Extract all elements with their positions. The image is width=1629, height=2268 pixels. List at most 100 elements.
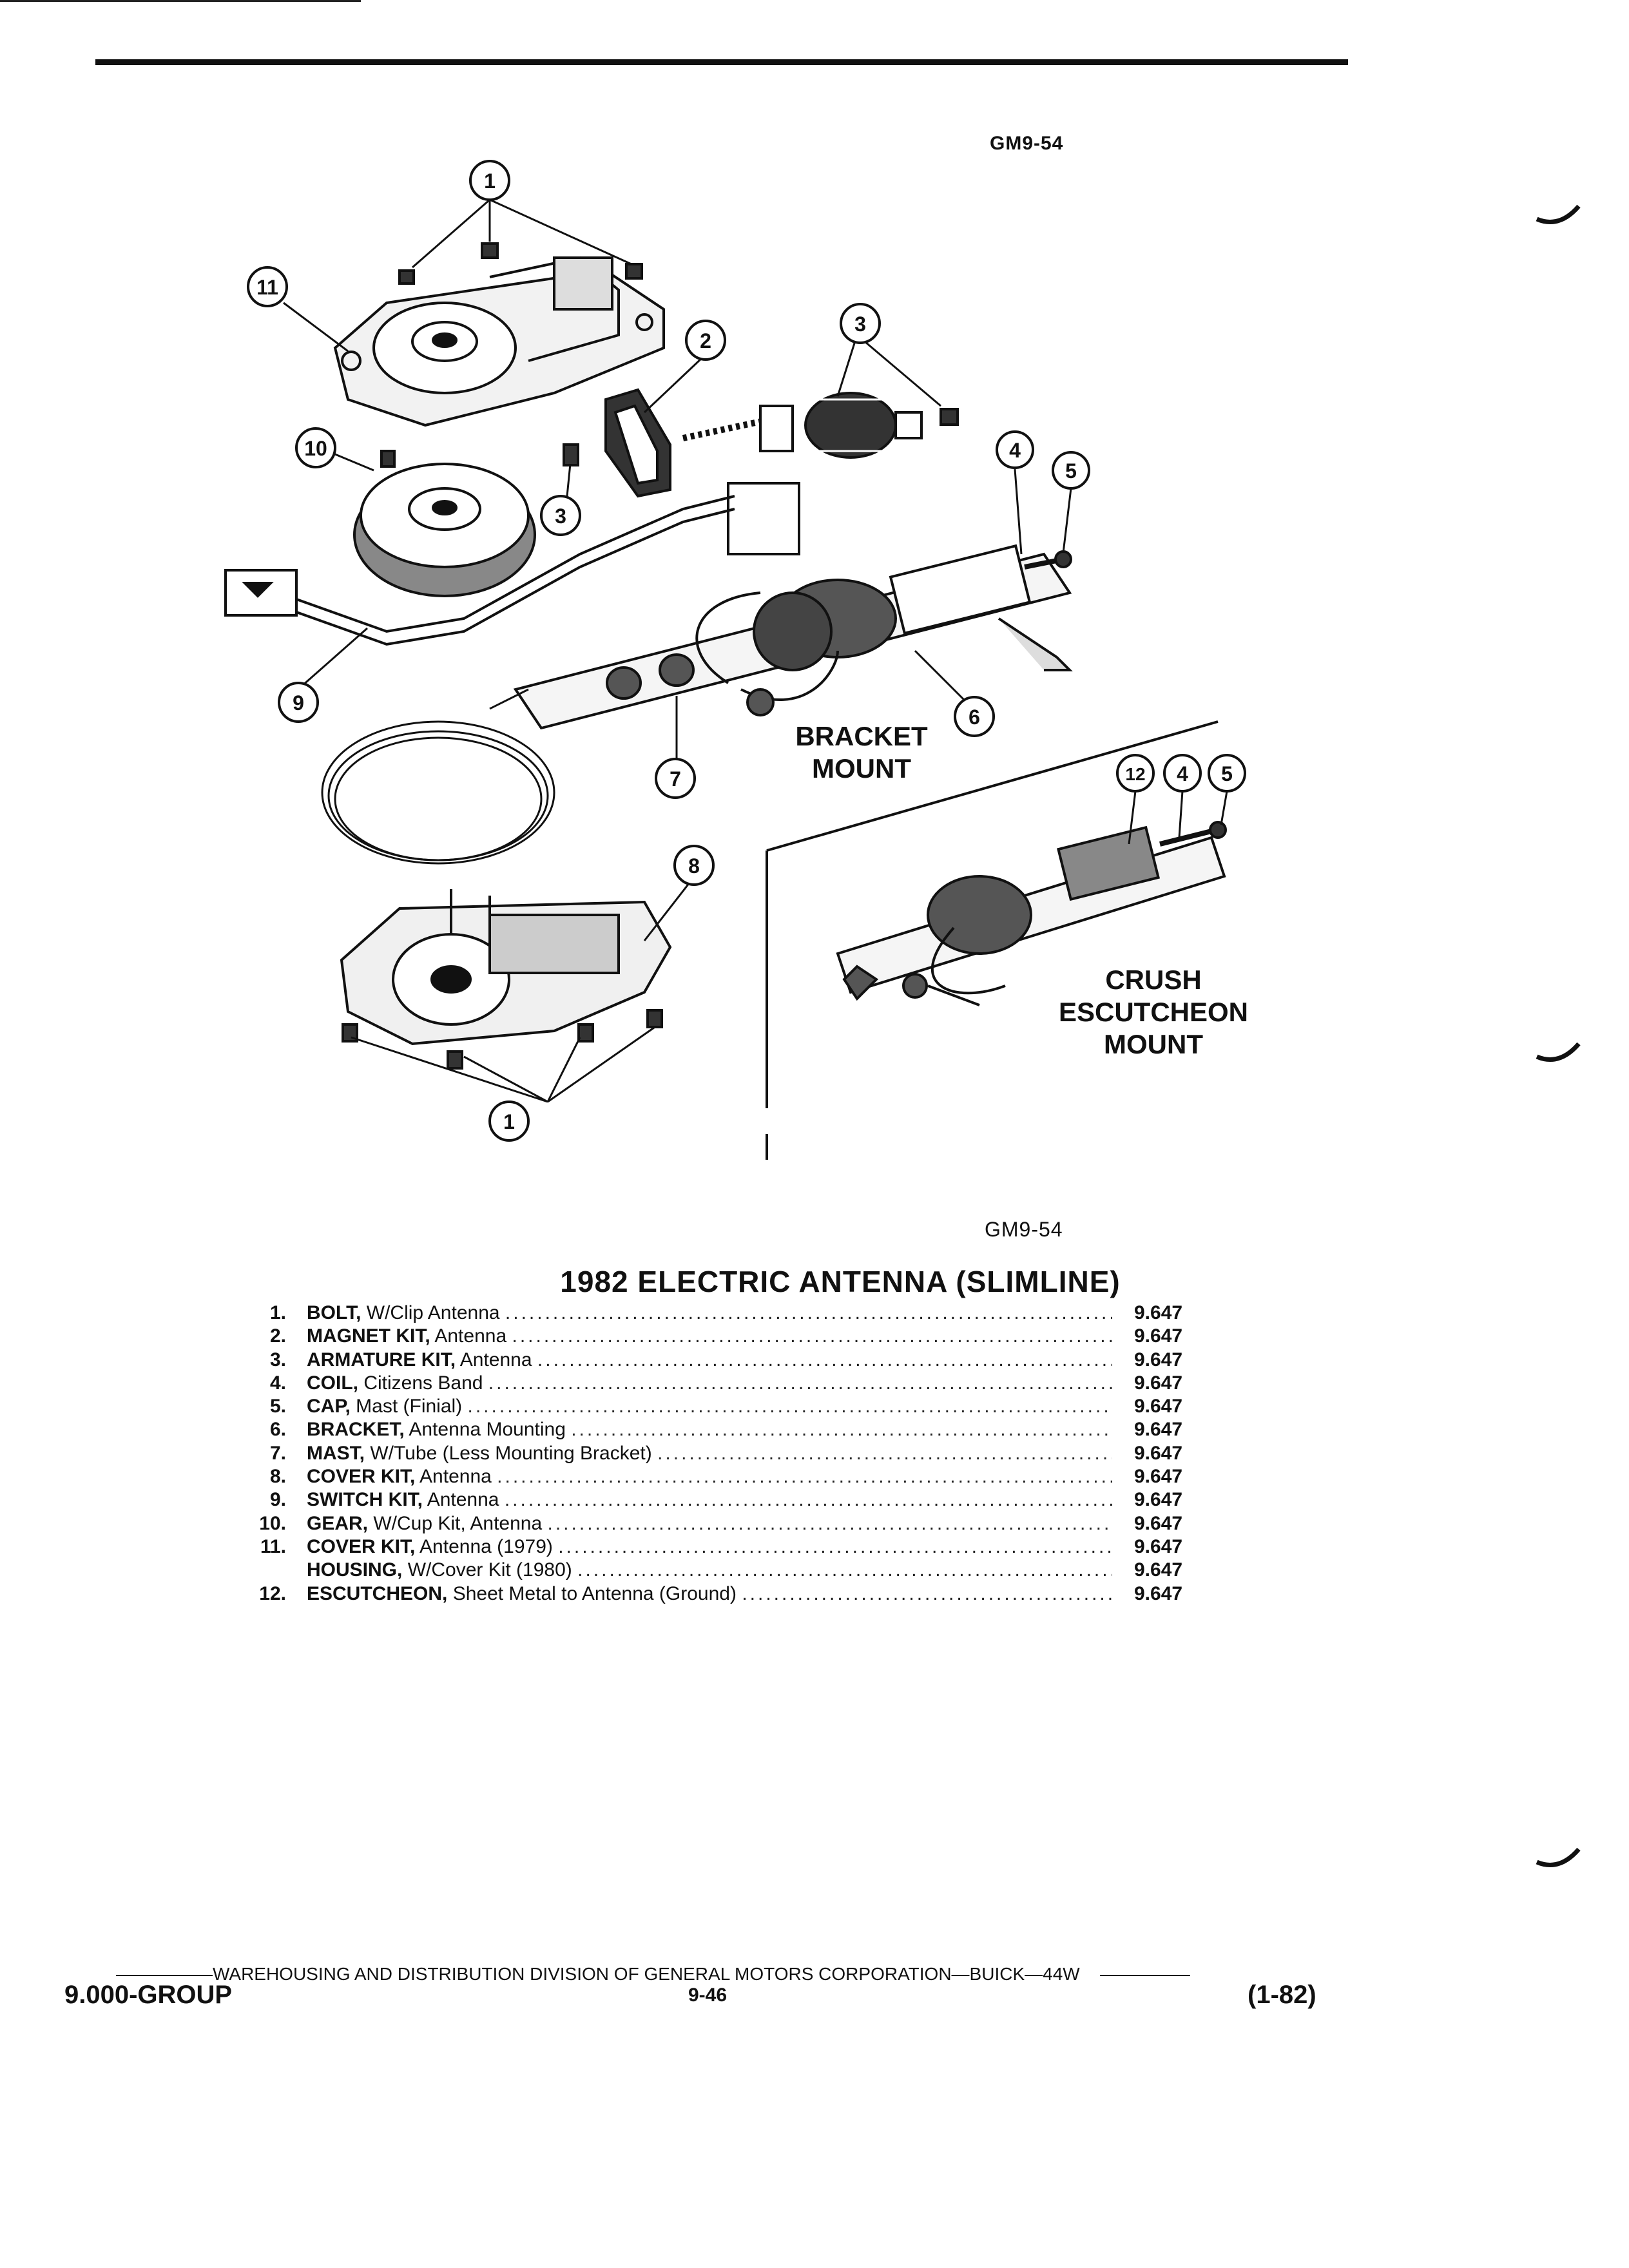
part-name: COVER KIT, (307, 1466, 416, 1488)
part-detail: Sheet Metal to Antenna (Ground) (452, 1582, 737, 1604)
leader-dots: ........................................… (547, 1512, 1112, 1534)
parts-row: 7. MAST, W/Tube (Less Mounting Bracket) .… (232, 1442, 1211, 1465)
callout-3-right: 3 (854, 312, 866, 336)
part-code: 9.647 (1134, 1372, 1183, 1394)
part-number: 3. (269, 1349, 286, 1370)
margin-mark (1536, 1847, 1581, 1867)
callout-1-top: 1 (484, 169, 496, 193)
part-description: GEAR, W/Cup Kit, Antenna ...............… (307, 1512, 1112, 1535)
parts-list: 1.BOLT, W/Clip Antenna .................… (232, 1302, 1211, 1606)
callout-2: 2 (700, 329, 711, 352)
part-description: CAP, Mast (Finial) .....................… (307, 1395, 1112, 1418)
part-code: 9.647 (1134, 1582, 1183, 1604)
part-detail: Antenna (459, 1349, 532, 1370)
part-number: 10. (259, 1512, 286, 1534)
callout-10: 10 (304, 437, 327, 460)
part-name: HOUSING, (307, 1559, 403, 1581)
leader-dots: ........................................… (657, 1442, 1112, 1464)
crush-escutcheon-inset (766, 720, 1227, 1160)
part-description: MAST, W/Tube (Less Mounting Bracket) ...… (307, 1442, 1112, 1465)
part-number: 5. (269, 1396, 286, 1418)
leader-dots: ........................................… (742, 1582, 1112, 1604)
footer-revision-date: (1-82) (1248, 1981, 1316, 2009)
part-number: 8. (269, 1466, 286, 1488)
parts-row: 4. COIL, Citizens Band ..................… (232, 1372, 1211, 1395)
bolt-part (481, 242, 499, 259)
part-name: GEAR, (307, 1512, 369, 1534)
part-detail: Antenna (419, 1466, 492, 1488)
margin-mark (1536, 204, 1581, 224)
parts-row: 11. COVER KIT, Antenna (1979) ...........… (232, 1535, 1211, 1559)
parts-row: 1.BOLT, W/Clip Antenna .................… (232, 1302, 1211, 1325)
part-code: 9.647 (1134, 1489, 1183, 1511)
part-code: 9.647 (1134, 1512, 1183, 1534)
top-short-rule (0, 0, 361, 2)
callout-3-left: 3 (555, 505, 566, 528)
part-description: SWITCH KIT, Antenna ....................… (307, 1488, 1112, 1512)
leader-dots: ........................................… (558, 1535, 1112, 1557)
part-description: BRACKET, Antenna Mounting ..............… (307, 1418, 1112, 1441)
part-code: 9.647 (1134, 1559, 1183, 1581)
part-detail: Antenna Mounting (409, 1419, 566, 1441)
part-name: COVER KIT, (307, 1535, 416, 1557)
callout-numbers: 1 11 2 3 10 3 4 5 9 6 7 12 4 5 8 1 (256, 169, 1233, 1133)
parts-row: 2. MAGNET KIT, Antenna ..................… (232, 1325, 1211, 1348)
mast-tube-part (513, 544, 1073, 730)
part-detail: W/Tube (Less Mounting Bracket) (370, 1442, 652, 1464)
footer-group-code: 9.000-GROUP (64, 1981, 233, 2009)
parts-row: 6.BRACKET, Antenna Mounting ............… (232, 1418, 1211, 1441)
part-name: ESCUTCHEON, (307, 1582, 448, 1604)
part-code: 9.647 (1134, 1396, 1183, 1418)
callout-12: 12 (1125, 764, 1145, 784)
callout-5-inset: 5 (1221, 762, 1233, 785)
part-number: 1. (269, 1302, 286, 1323)
footer-division-line: WAREHOUSING AND DISTRIBUTION DIVISION OF… (116, 1964, 1327, 1984)
part-name: BRACKET, (307, 1419, 405, 1441)
top-rule (95, 59, 1348, 65)
leader-dots: ........................................… (505, 1302, 1112, 1323)
callout-leader-lines (283, 198, 1228, 1103)
cover-kit-part (340, 889, 672, 1046)
leader-dots: ........................................… (577, 1559, 1112, 1581)
bolt-part (447, 1050, 463, 1070)
figure-code-bottom: GM9-54 (985, 1218, 1063, 1241)
part-code: 9.647 (1134, 1419, 1183, 1441)
part-code: 9.647 (1134, 1349, 1183, 1370)
leader-dots: ........................................… (504, 1489, 1112, 1511)
callout-5-top: 5 (1065, 459, 1077, 483)
part-name: COIL, (307, 1372, 358, 1394)
part-description: COVER KIT, Antenna .....................… (307, 1465, 1112, 1488)
callout-1-bottom: 1 (503, 1110, 515, 1133)
bolt-part (646, 1009, 663, 1028)
footer-page-number: 9-46 (688, 1984, 728, 2006)
callout-4-top: 4 (1009, 439, 1021, 462)
callout-8: 8 (688, 854, 700, 878)
parts-row: HOUSING, W/Cover Kit (1980) ............… (232, 1559, 1211, 1582)
callout-circles (247, 160, 1246, 1142)
callout-11: 11 (256, 276, 278, 299)
parts-row: 10. GEAR, W/Cup Kit, Antenna ............… (232, 1512, 1211, 1535)
parts-row: 3.ARMATURE KIT, Antenna ................… (232, 1349, 1211, 1372)
part-number: 11. (260, 1535, 286, 1557)
part-detail: W/Cup Kit, Antenna (373, 1512, 543, 1534)
part-description: COVER KIT, Antenna (1979) ..............… (307, 1535, 1112, 1559)
part-name: MAGNET KIT, (307, 1325, 430, 1347)
part-code: 9.647 (1134, 1442, 1183, 1464)
parts-row: 8. COVER KIT, Antenna ...................… (232, 1465, 1211, 1488)
callout-6: 6 (969, 706, 980, 729)
parts-row: 5. CAP, Mast (Finial) ...................… (232, 1395, 1211, 1418)
part-code: 9.647 (1134, 1325, 1183, 1347)
part-number: 4. (269, 1372, 286, 1394)
part-number: 2. (269, 1325, 286, 1347)
page-title: 1982 ELECTRIC ANTENNA (SLIMLINE) (560, 1265, 1121, 1298)
part-description: MAGNET KIT, Antenna ....................… (307, 1325, 1112, 1348)
part-name: CAP, (307, 1396, 351, 1418)
part-number: 7. (269, 1442, 286, 1464)
footer-division-text: WAREHOUSING AND DISTRIBUTION DIVISION OF… (213, 1964, 1080, 1984)
bolt-part (398, 269, 415, 285)
leader-dots: ........................................… (467, 1396, 1112, 1418)
part-name: MAST, (307, 1442, 365, 1464)
part-description: COIL, Citizens Band ....................… (307, 1372, 1112, 1395)
part-name: SWITCH KIT, (307, 1489, 423, 1511)
